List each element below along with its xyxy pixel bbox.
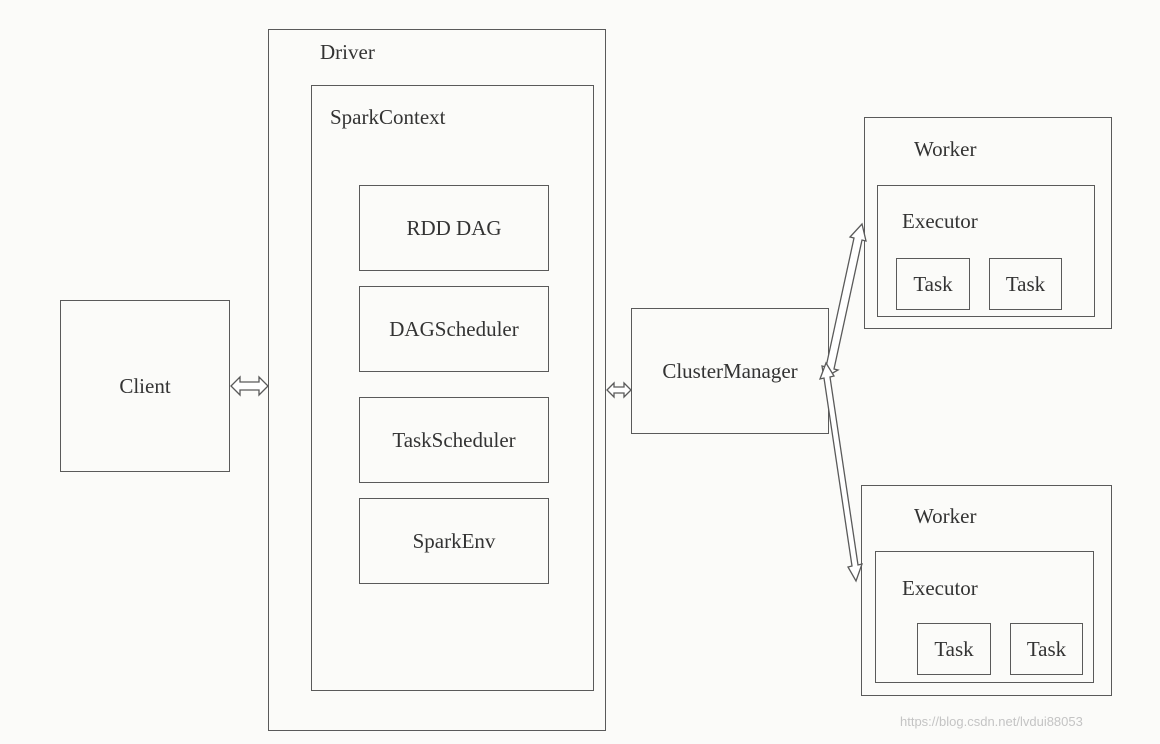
task-label-2a: Task xyxy=(934,636,974,661)
cluster-manager-box: ClusterManager xyxy=(631,308,829,434)
task-box-1b: Task xyxy=(989,258,1062,310)
spark-context-label: SparkContext xyxy=(330,105,446,129)
cluster-manager-label: ClusterManager xyxy=(662,358,798,383)
driver-cluster-arrow xyxy=(606,381,632,399)
task-box-2a: Task xyxy=(917,623,991,675)
spark-env-label: SparkEnv xyxy=(412,528,496,553)
client-label: Client xyxy=(119,373,171,398)
client-box: Client xyxy=(60,300,230,472)
task-scheduler-box: TaskScheduler xyxy=(359,397,549,483)
executor-label-2: Executor xyxy=(902,576,978,600)
rdd-dag-box: RDD DAG xyxy=(359,185,549,271)
executor-label-1: Executor xyxy=(902,209,978,233)
worker-box-2 xyxy=(861,485,1112,696)
task-box-1a: Task xyxy=(896,258,970,310)
executor-box-1 xyxy=(877,185,1095,317)
driver-label: Driver xyxy=(320,40,375,64)
rdd-dag-label: RDD DAG xyxy=(406,215,502,240)
dag-scheduler-box: DAGScheduler xyxy=(359,286,549,372)
spark-context-box xyxy=(311,85,594,691)
task-label-2b: Task xyxy=(1026,636,1067,661)
worker-label-2: Worker xyxy=(914,504,977,528)
client-driver-arrow xyxy=(230,375,269,397)
cluster-worker2-arrow xyxy=(818,361,864,583)
driver-box xyxy=(268,29,606,731)
watermark: https://blog.csdn.net/lvdui88053 xyxy=(900,714,1083,729)
task-box-2b: Task xyxy=(1010,623,1083,675)
worker-label-1: Worker xyxy=(914,137,977,161)
task-label-1b: Task xyxy=(1005,271,1046,296)
task-label-1a: Task xyxy=(913,271,953,296)
cluster-worker1-arrow xyxy=(821,222,867,380)
worker-box-1 xyxy=(864,117,1112,329)
task-scheduler-label: TaskScheduler xyxy=(392,427,516,452)
spark-env-box: SparkEnv xyxy=(359,498,549,584)
executor-box-2 xyxy=(875,551,1094,683)
dag-scheduler-label: DAGScheduler xyxy=(389,316,519,341)
